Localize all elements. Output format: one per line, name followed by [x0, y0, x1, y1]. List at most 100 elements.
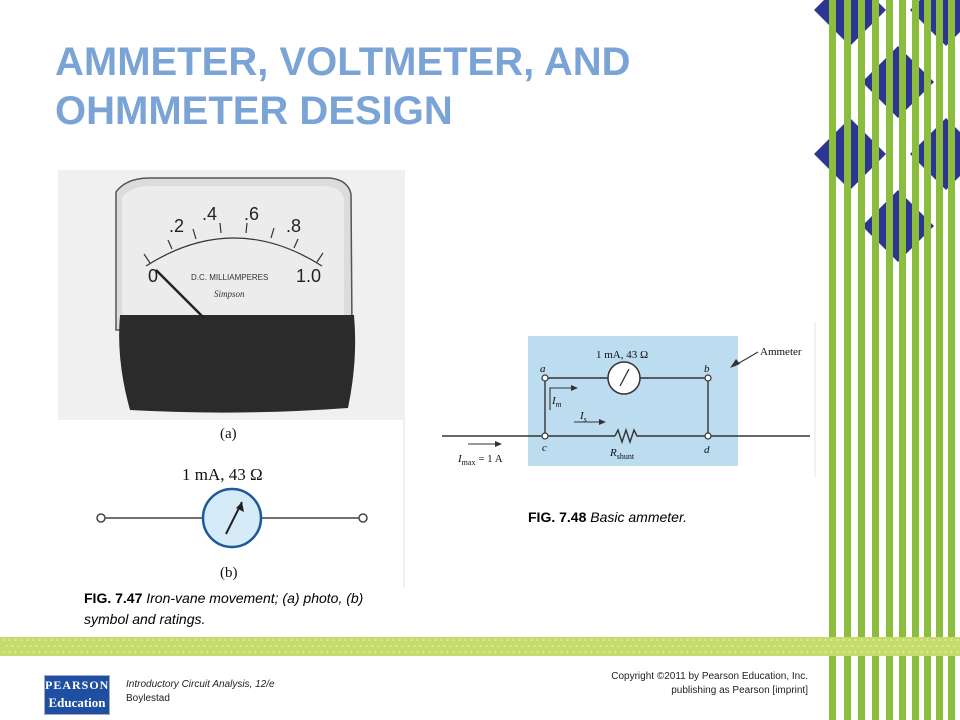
bar-texture-dot	[416, 651, 419, 653]
bar-texture-dot	[752, 651, 755, 653]
imax-symbol: I	[457, 453, 463, 465]
bar-texture-dot	[239, 645, 242, 647]
bar-texture-dot	[899, 645, 902, 647]
bar-texture-dot	[212, 651, 215, 653]
bar-texture-dot	[338, 639, 341, 641]
bar-texture-dot	[440, 639, 443, 641]
bar-texture-dot	[947, 645, 950, 647]
bar-texture-dot	[8, 639, 11, 641]
bar-texture-dot	[287, 645, 290, 647]
bar-texture-dot	[158, 639, 161, 641]
bar-texture-dot	[698, 639, 701, 641]
bar-texture-dot	[758, 651, 761, 653]
bar-texture-dot	[5, 645, 8, 647]
bar-texture-dot	[821, 645, 824, 647]
imax-subscript: max	[462, 458, 476, 467]
bar-texture-dot	[590, 651, 593, 653]
im-subscript: m	[556, 400, 562, 409]
bar-texture-dot	[41, 645, 44, 647]
fig47-caption: FIG. 7.47 Iron-vane movement; (a) photo,…	[84, 588, 404, 630]
bar-texture-dot	[380, 651, 383, 653]
meter-face-label: D.C. MILLIAMPERES	[191, 273, 268, 282]
bar-texture-dot	[584, 639, 587, 641]
bar-texture-dot	[62, 651, 65, 653]
bar-texture-dot	[392, 651, 395, 653]
bar-texture-dot	[572, 639, 575, 641]
bar-texture-dot	[920, 639, 923, 641]
bar-texture-dot	[440, 651, 443, 653]
bar-texture-dot	[935, 645, 938, 647]
bar-texture-dot	[188, 639, 191, 641]
bar-texture-dot	[932, 651, 935, 653]
bar-texture-dot	[263, 645, 266, 647]
bar-texture-dot	[527, 645, 530, 647]
bar-texture-dot	[836, 639, 839, 641]
bar-texture-dot	[308, 651, 311, 653]
fig48-caption-id: FIG. 7.48	[528, 509, 587, 525]
bar-texture-dot	[950, 651, 953, 653]
bar-texture-dot	[344, 651, 347, 653]
bar-texture-dot	[419, 645, 422, 647]
bar-texture-dot	[491, 645, 494, 647]
bar-texture-dot	[278, 639, 281, 641]
bar-texture-dot	[8, 651, 11, 653]
bar-texture-dot	[224, 651, 227, 653]
bar-texture-dot	[539, 645, 542, 647]
bar-texture-dot	[890, 639, 893, 641]
bar-texture-dot	[518, 639, 521, 641]
bar-texture-dot	[764, 639, 767, 641]
bar-texture-dot	[26, 651, 29, 653]
bar-texture-dot	[404, 651, 407, 653]
bar-texture-dot	[674, 651, 677, 653]
bar-texture-dot	[794, 639, 797, 641]
bar-texture-dot	[896, 639, 899, 641]
bar-texture-dot	[461, 645, 464, 647]
bar-texture-dot	[320, 651, 323, 653]
bar-texture-dot	[638, 651, 641, 653]
bar-texture-dot	[554, 651, 557, 653]
bar-texture-dot	[587, 645, 590, 647]
bar-texture-dot	[524, 639, 527, 641]
bar-texture-dot	[218, 639, 221, 641]
bar-texture-dot	[773, 645, 776, 647]
bar-texture-dot	[464, 639, 467, 641]
bar-texture-dot	[728, 639, 731, 641]
bar-texture-dot	[710, 651, 713, 653]
logo-top-text: PEARSON	[45, 678, 110, 692]
shunt-resistor	[614, 427, 708, 445]
bar-texture-dot	[233, 645, 236, 647]
bar-texture-dot	[830, 651, 833, 653]
bar-texture-dot	[92, 651, 95, 653]
bar-texture-dot	[149, 645, 152, 647]
slide-title: AMMETER, VOLTMETER, AND OHMMETER DESIGN	[55, 38, 755, 136]
bar-texture-dot	[902, 651, 905, 653]
bar-texture-dot	[128, 639, 131, 641]
bar-texture-dot	[488, 639, 491, 641]
bar-texture-dot	[884, 639, 887, 641]
bar-texture-dot	[683, 645, 686, 647]
bar-texture-dot	[80, 651, 83, 653]
bar-texture-dot	[134, 651, 137, 653]
bar-texture-dot	[458, 651, 461, 653]
bar-texture-dot	[536, 651, 539, 653]
pearson-logo: PEARSON Education	[44, 675, 110, 715]
fig47-caption-id: FIG. 7.47	[84, 590, 143, 606]
bar-texture-dot	[878, 651, 881, 653]
bar-texture-dot	[575, 645, 578, 647]
bar-texture-dot	[722, 651, 725, 653]
bar-texture-dot	[128, 651, 131, 653]
bar-texture-dot	[593, 645, 596, 647]
bar-texture-dot	[557, 645, 560, 647]
bar-texture-dot	[767, 645, 770, 647]
bar-texture-dot	[272, 639, 275, 641]
bar-texture-dot	[434, 639, 437, 641]
bar-texture-dot	[284, 651, 287, 653]
bar-texture-dot	[884, 651, 887, 653]
bar-texture-dot	[620, 651, 623, 653]
bar-texture-dot	[248, 651, 251, 653]
bar-texture-dot	[281, 645, 284, 647]
bar-texture-dot	[227, 645, 230, 647]
bar-texture-dot	[548, 639, 551, 641]
bar-texture-dot	[230, 639, 233, 641]
bar-texture-dot	[686, 639, 689, 641]
